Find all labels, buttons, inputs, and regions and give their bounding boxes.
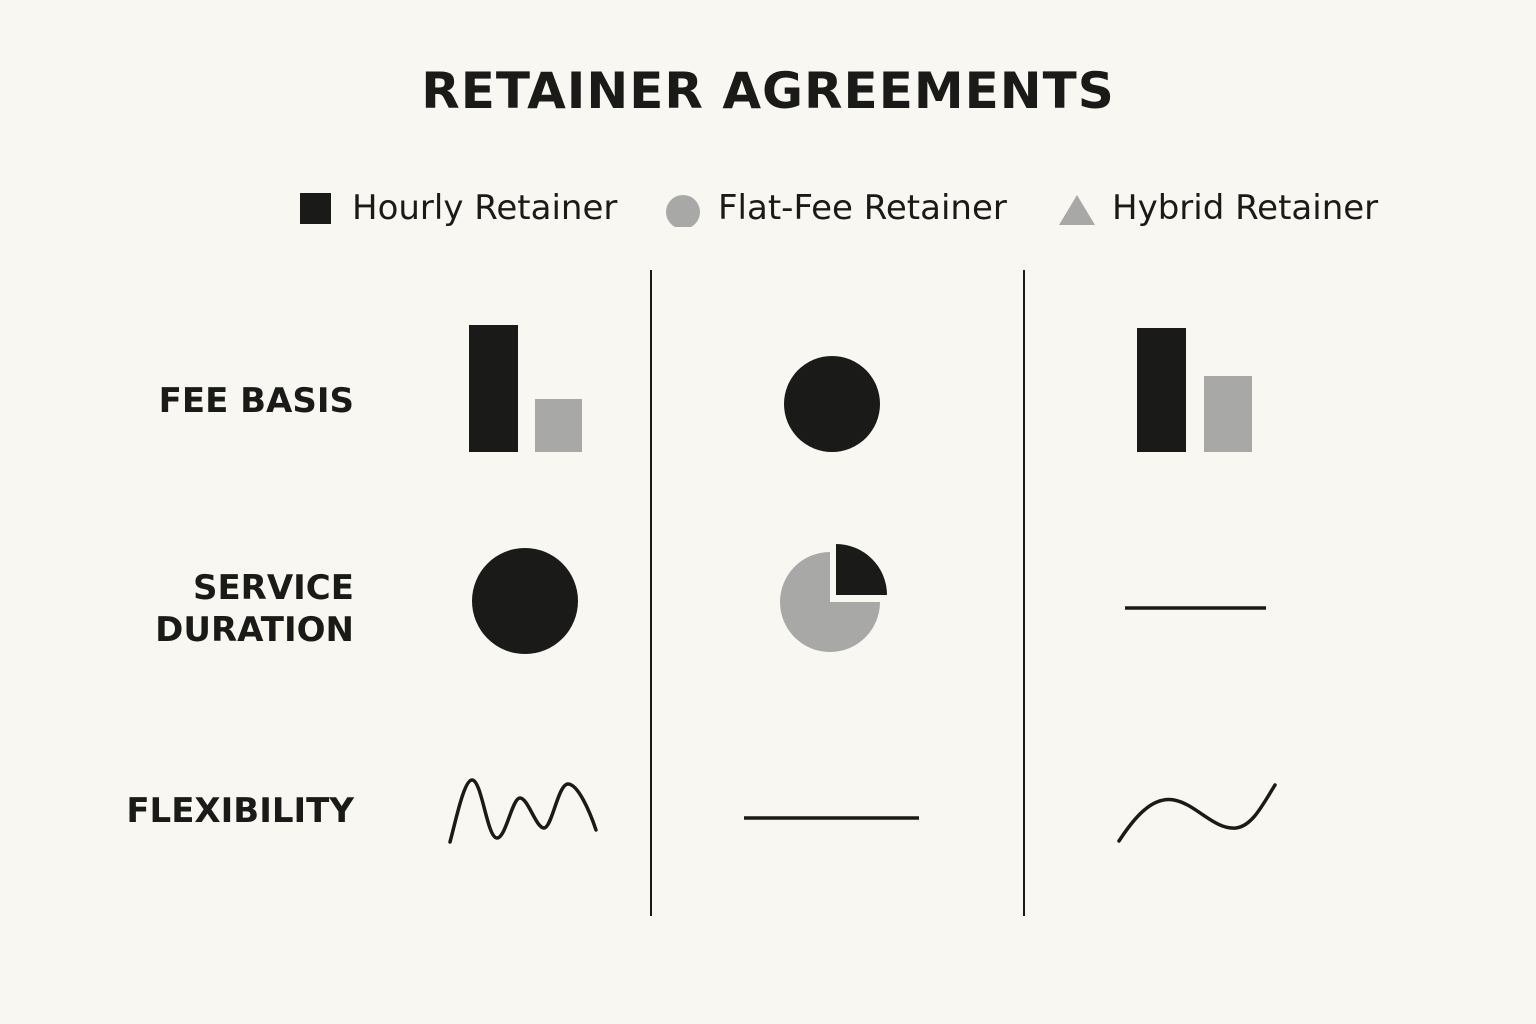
row-label-fee-basis: FEE BASIS [158,381,354,421]
row-label-service-duration: SERVICE DURATION [155,567,354,651]
row-label-line: SERVICE [192,568,354,608]
pie-chart-icon [780,544,887,652]
square-icon [300,193,331,224]
flat-line-icon [744,816,919,820]
legend-item-hourly: Hourly Retainer [298,184,617,232]
row-label-line: DURATION [155,610,354,650]
pie-slice-highlight [836,544,887,595]
page-title: RETAINER AGREEMENTS [421,62,1115,120]
circle-icon [666,195,700,227]
s-curve-line-icon [1117,783,1277,843]
column-divider [1023,270,1025,916]
triangle-icon [1059,195,1095,225]
legend-label-hourly: Hourly Retainer [352,188,618,228]
bar-short [1204,376,1252,452]
two-bar-icon [1137,328,1252,452]
legend-item-flat-fee: Flat-Fee Retainer [664,184,1007,232]
bar-tall [1137,328,1186,452]
column-divider [650,270,652,916]
bar-short [535,399,582,452]
row-label-flexibility: FLEXIBILITY [126,791,354,831]
legend-label-flat-fee: Flat-Fee Retainer [718,188,1007,228]
legend: Hourly Retainer Flat-Fee Retainer Hybrid… [0,184,1536,232]
wave-line-icon [448,778,598,844]
flat-line-icon [1125,606,1266,610]
pie-slice-large [780,552,880,652]
bar-tall [469,325,518,452]
two-bar-icon [469,325,582,452]
solid-circle-icon [784,356,880,452]
solid-circle-icon [472,548,578,654]
legend-item-hybrid: Hybrid Retainer [1058,184,1378,232]
legend-label-hybrid: Hybrid Retainer [1112,188,1379,228]
